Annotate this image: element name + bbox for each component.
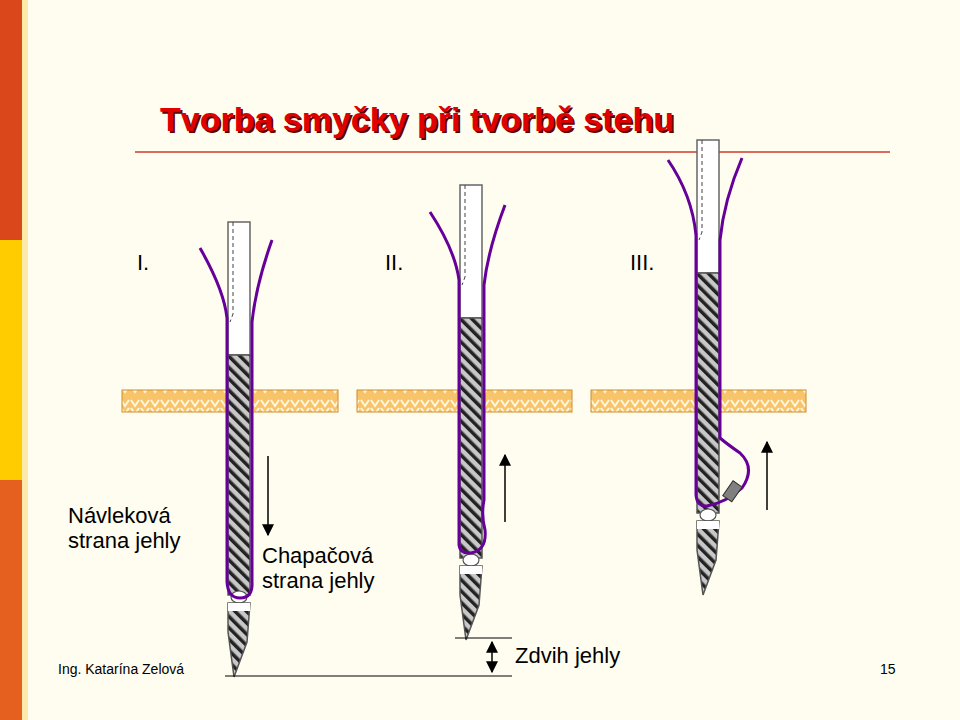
dimension-line: [455, 638, 512, 639]
stage-number: III.: [630, 250, 654, 275]
author-note: Ing. Katarína Zelová: [58, 661, 184, 677]
motion-arrow: [267, 456, 269, 535]
side-bar: [0, 240, 22, 480]
page-number: 15: [880, 661, 896, 677]
needle: [460, 185, 482, 640]
dimension-label: Zdvih jehly: [515, 643, 620, 668]
side-bar: [0, 480, 22, 720]
dimension-line: [225, 676, 512, 677]
needle: [228, 222, 250, 677]
side-bar: [0, 0, 22, 240]
looper-hook: [723, 481, 742, 502]
thread: [430, 205, 505, 553]
thread: [200, 240, 272, 598]
side-label: Chapačová strana jehly: [262, 543, 412, 594]
side-bar: [22, 0, 28, 720]
title-rule: [135, 151, 890, 153]
thread: [668, 158, 749, 506]
motion-arrow: [766, 442, 768, 510]
stage-number: II.: [385, 250, 403, 275]
motion-arrow: [504, 455, 506, 522]
slide-title: Tvorba smyčky při tvorbě stehu: [160, 100, 674, 139]
stage-number: I.: [137, 250, 149, 275]
needle: [697, 140, 719, 595]
side-label: Návleková strana jehly: [68, 503, 218, 554]
dimension-arrow: [491, 642, 493, 672]
